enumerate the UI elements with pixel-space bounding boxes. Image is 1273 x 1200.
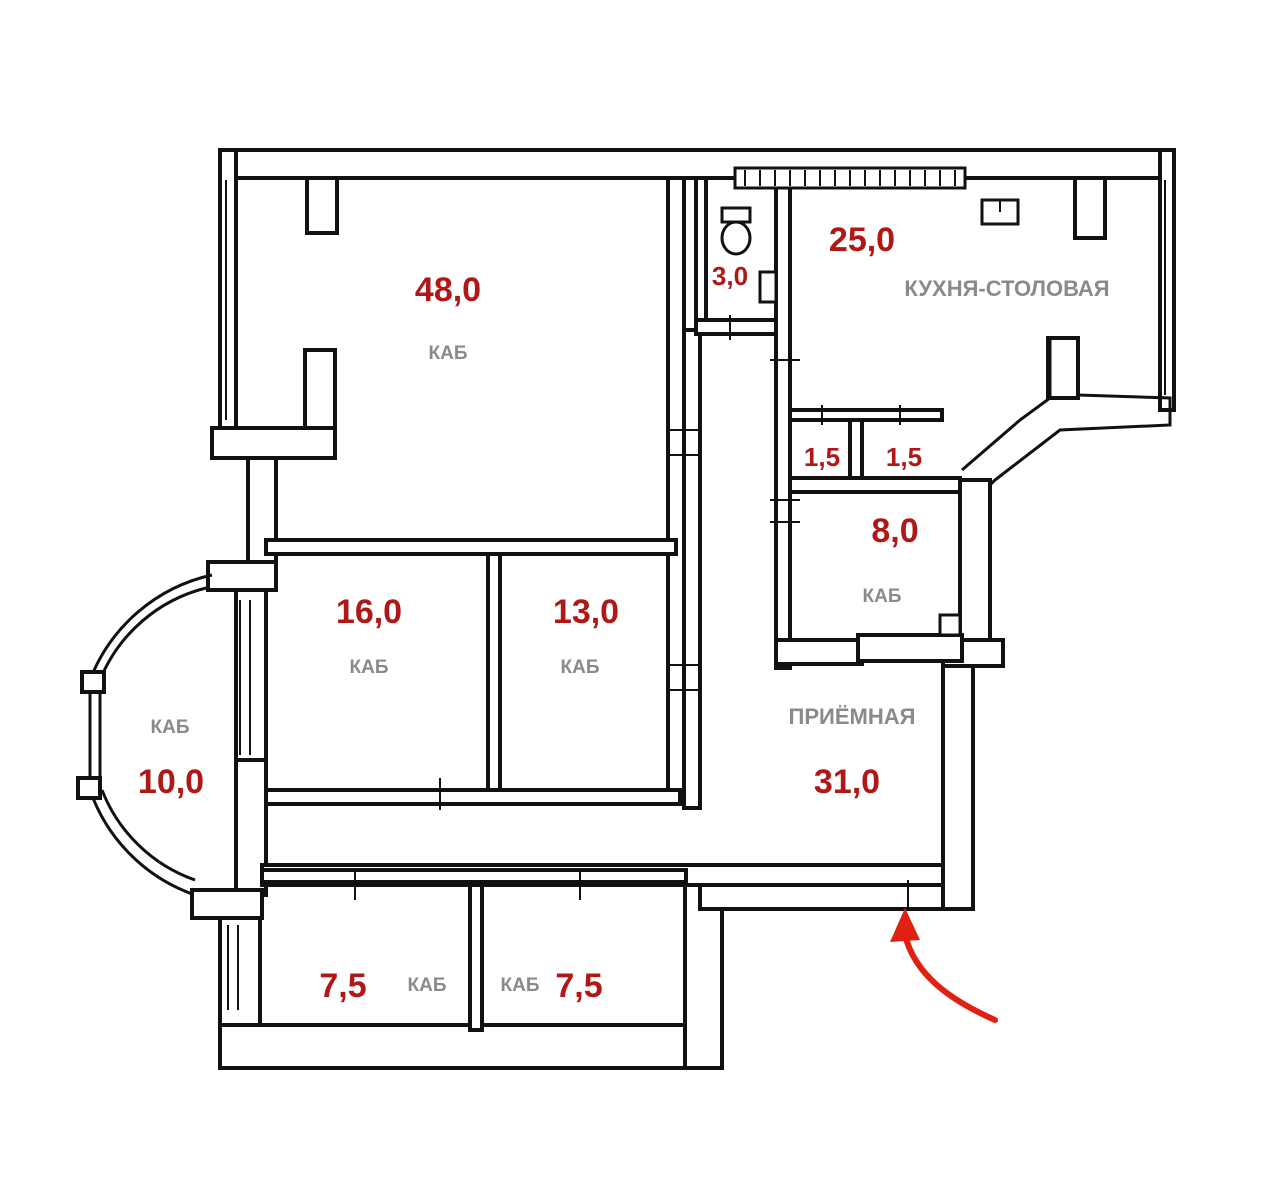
room-office-7b: КАБ 7,5: [501, 967, 603, 1005]
room-area: 16,0: [336, 593, 402, 631]
room-office-48: 48,0 КАБ: [415, 271, 481, 364]
room-office-13: 13,0 КАБ: [553, 593, 619, 678]
room-area: 25,0: [829, 221, 895, 259]
room-area: 10,0: [138, 763, 204, 801]
room-label: КАБ: [501, 975, 540, 996]
room-label: КАБ: [408, 975, 447, 996]
room-office-7a: 7,5 КАБ: [319, 967, 446, 1005]
room-closet-b: 1,5: [886, 442, 922, 472]
toilet-icon: [720, 206, 752, 256]
radiator-icon: [733, 166, 967, 190]
room-area: 13,0: [553, 593, 619, 631]
room-area: 8,0: [871, 512, 918, 550]
kitchen-sink-icon: [980, 198, 1020, 226]
room-office-10: КАБ 10,0: [138, 717, 204, 801]
room-label: КАБ: [561, 657, 600, 678]
room-area: 7,5: [319, 967, 366, 1005]
door-marks: [354, 315, 909, 910]
room-area: 48,0: [415, 271, 481, 309]
room-area: 3,0: [712, 261, 748, 291]
room-label: ПРИЁМНАЯ: [789, 704, 916, 729]
room-area: 1,5: [886, 442, 922, 472]
sink-icon: [758, 270, 778, 304]
room-office-16: 16,0 КАБ: [336, 593, 402, 678]
room-area: 1,5: [804, 442, 840, 472]
entrance-arrow-icon: [890, 908, 998, 1023]
room-label: КАБ: [151, 717, 190, 738]
room-label: КАБ: [429, 343, 468, 364]
room-kitchen: 25,0 КУХНЯ-СТОЛОВАЯ: [829, 221, 1110, 301]
wall-details: [225, 180, 1166, 1010]
room-wc: 3,0: [712, 261, 748, 291]
outer-walls: [76, 148, 1176, 1070]
room-area: 31,0: [814, 763, 880, 801]
room-label: КАБ: [350, 657, 389, 678]
room-closet-a: 1,5: [804, 442, 840, 472]
room-area: 7,5: [555, 967, 602, 1005]
room-label: КАБ: [863, 586, 902, 607]
room-label: КУХНЯ-СТОЛОВАЯ: [904, 276, 1109, 301]
room-reception: ПРИЁМНАЯ 31,0: [789, 704, 916, 801]
room-office-8: 8,0 КАБ: [863, 512, 919, 607]
